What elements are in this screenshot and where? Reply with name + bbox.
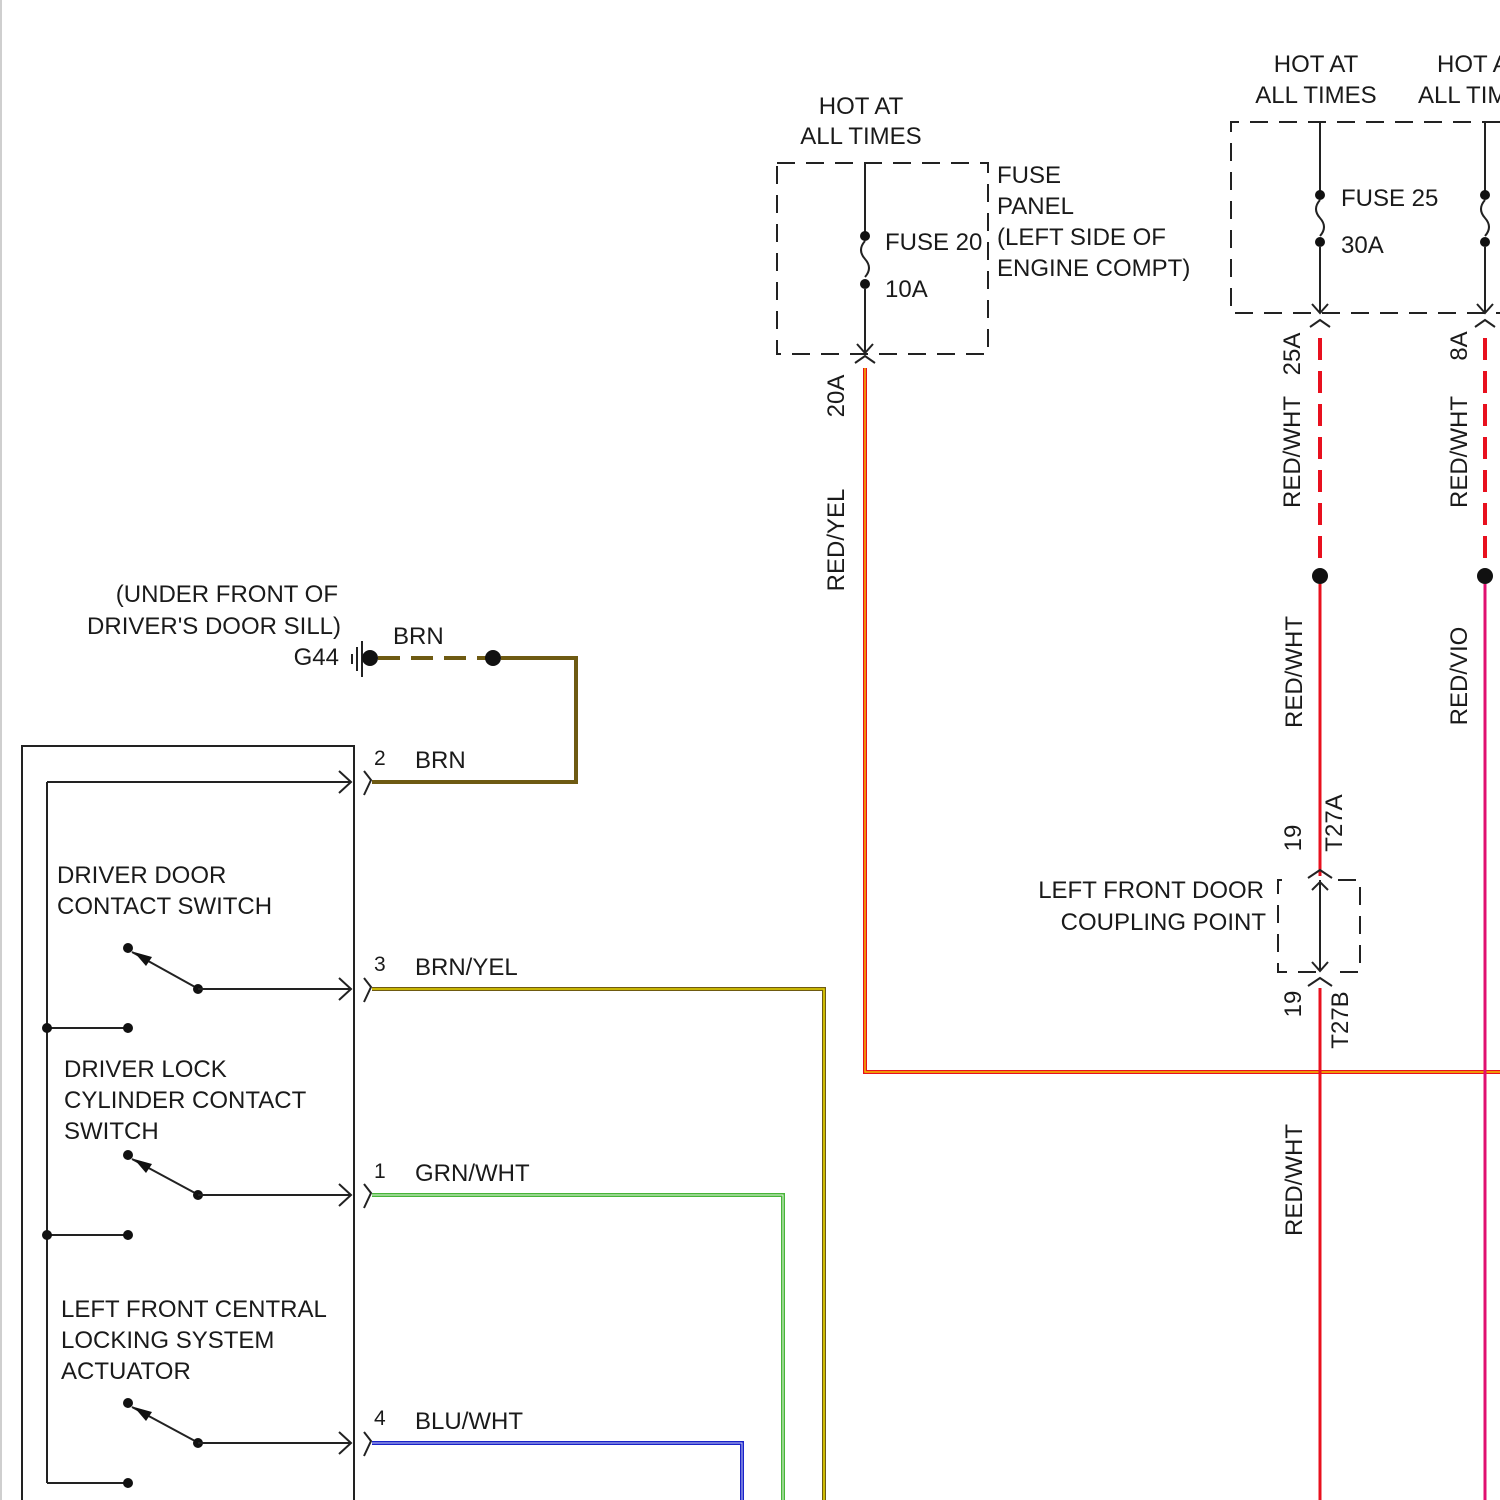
pin-2-number: 2 — [374, 747, 386, 770]
switch-2-label-line1: DRIVER LOCK — [64, 1056, 227, 1083]
pin-1-connector: 1 GRN/WHT — [364, 1160, 530, 1208]
wire-red-vio-label: RED/VIO — [1446, 627, 1473, 726]
fuse-panel-box — [777, 163, 988, 354]
fuse-20-rating: 10A — [885, 276, 928, 303]
pin-1-wire-label: GRN/WHT — [415, 1160, 530, 1187]
fuse-right-icon — [1481, 200, 1489, 236]
terminal-8a-label: 8A — [1446, 331, 1473, 360]
ground-location-line1: (UNDER FRONT OF — [116, 581, 338, 608]
coupling-label-line2: COUPLING POINT — [1061, 909, 1267, 936]
connector-25a-icon — [1310, 320, 1330, 327]
coupling-bottom-pin: 19 — [1280, 991, 1307, 1018]
coupling-bottom-connector-icon — [1308, 978, 1332, 986]
fuse-panel-label-line3: (LEFT SIDE OF — [997, 224, 1166, 251]
wire-red-wht-label-1: RED/WHT — [1279, 396, 1306, 508]
switch-1-icon — [123, 943, 133, 953]
fuse-25-icon — [1316, 200, 1324, 236]
pin-1-number: 1 — [374, 1160, 386, 1183]
pin-1-connector-icon — [364, 1184, 371, 1208]
wire-red-yel — [865, 368, 1500, 1072]
fuse-panel-right-box — [1231, 122, 1500, 313]
fuse-terminal-dot — [860, 279, 870, 289]
door-lock-component: 2 BRN DRIVER DOOR CONTACT SWITCH DRIVER … — [22, 746, 466, 1500]
pin-3-connector-icon — [364, 978, 371, 1002]
pin-2-wire-label: BRN — [415, 747, 466, 774]
wire-grn-wht — [372, 1195, 783, 1500]
switch-3-label-line1: LEFT FRONT CENTRAL — [61, 1296, 327, 1323]
switch-3-icon — [123, 1398, 133, 1408]
connector-8a-icon — [1475, 320, 1495, 327]
pin-3-wire-label: BRN/YEL — [415, 954, 518, 981]
hot-label-2-line1: HOT AT — [1274, 51, 1359, 78]
pin-4-wire-label: BLU/WHT — [415, 1408, 523, 1435]
fuse-25-rating: 30A — [1341, 232, 1384, 259]
hot-label-3-line2: ALL TIM — [1418, 82, 1500, 109]
hot-label-line1: HOT AT — [819, 93, 904, 120]
switch-3-label-line2: LOCKING SYSTEM — [61, 1327, 274, 1354]
switch-2-label-line2: CYLINDER CONTACT — [64, 1087, 307, 1114]
coupling-point: 19 T27A LEFT FRONT DOOR COUPLING POINT 1… — [1038, 794, 1360, 1048]
wire-red-wht-label-2: RED/WHT — [1446, 396, 1473, 508]
pin-4-connector: 4 BLU/WHT — [364, 1407, 523, 1456]
fuse-panel-left: HOT AT ALL TIMES FUSE 20 10A FUSE PANEL … — [777, 93, 1190, 591]
pin-4-number: 4 — [374, 1407, 386, 1430]
terminal-25a-label: 25A — [1279, 333, 1306, 376]
splice-dot — [1477, 568, 1493, 584]
ground-location-line2: DRIVER'S DOOR SILL) — [87, 613, 341, 640]
ground-name: G44 — [294, 644, 339, 671]
wire-red-wht-label-4: RED/WHT — [1281, 1124, 1308, 1236]
fuse-20-name: FUSE 20 — [885, 229, 982, 256]
fuse-25-name: FUSE 25 — [1341, 185, 1438, 212]
coupling-label-line1: LEFT FRONT DOOR — [1038, 877, 1264, 904]
coupling-top-connector: T27A — [1321, 794, 1348, 851]
wire-red-yel-label: RED/YEL — [823, 489, 850, 592]
pin-4-connector-icon — [364, 1432, 371, 1456]
switch-3-label-line3: ACTUATOR — [61, 1358, 191, 1385]
pin-2-connector-icon — [364, 771, 371, 795]
wire-brn — [372, 658, 576, 782]
wire-red-wht-label-3: RED/WHT — [1281, 616, 1308, 728]
connector-20a-icon — [855, 356, 875, 363]
fuse-panel-label-line2: PANEL — [997, 193, 1074, 220]
fuse-panel-label-line4: ENGINE COMPT) — [997, 255, 1190, 282]
pin-3-connector: 3 BRN/YEL — [364, 953, 518, 1002]
switch-1-label-line2: CONTACT SWITCH — [57, 893, 272, 920]
coupling-top-pin: 19 — [1280, 825, 1307, 852]
coupling-box-right — [1338, 880, 1360, 972]
coupling-bottom-connector: T27B — [1327, 991, 1354, 1048]
pin-3-number: 3 — [374, 953, 386, 976]
ground-g44: (UNDER FRONT OF DRIVER'S DOOR SILL) G44 … — [87, 581, 501, 677]
switch-1-label-line1: DRIVER DOOR — [57, 862, 226, 889]
hot-label-3-line1: HOT A — [1437, 51, 1500, 78]
hot-label-line2: ALL TIMES — [800, 123, 921, 150]
fuse-terminal-dot — [860, 231, 870, 241]
splice-dot — [1312, 568, 1328, 584]
switch-2-label-line3: SWITCH — [64, 1118, 159, 1145]
ground-wire-label: BRN — [393, 623, 444, 650]
wire-blu-wht — [372, 1443, 742, 1500]
coupling-box-left — [1278, 880, 1318, 972]
splice-dot — [485, 650, 501, 666]
fuse-panel-label-line1: FUSE — [997, 162, 1061, 189]
fuse-panel-right: HOT AT ALL TIMES HOT A ALL TIM FUSE 25 3… — [1231, 51, 1500, 508]
switch-2-icon — [123, 1150, 133, 1160]
hot-label-2-line2: ALL TIMES — [1255, 82, 1376, 109]
fuse-20-icon — [861, 241, 869, 277]
terminal-20a-label: 20A — [823, 375, 850, 418]
